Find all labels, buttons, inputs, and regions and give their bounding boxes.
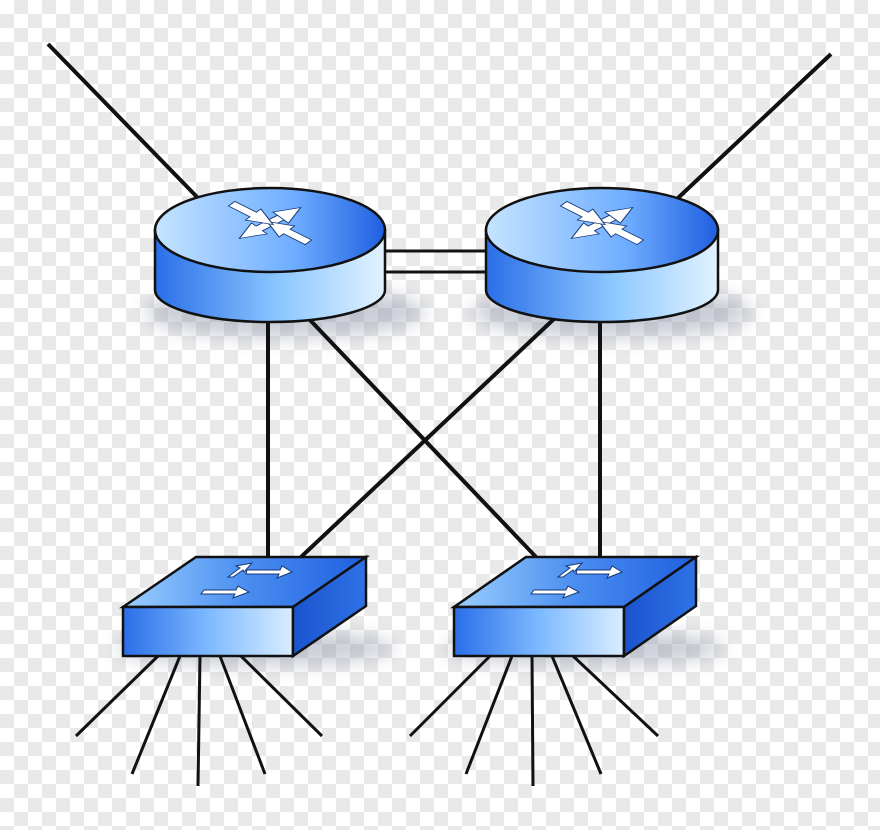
switch-right[interactable] (450, 554, 700, 659)
link-router-left-switch-right (308, 318, 538, 559)
router-right[interactable] (484, 186, 720, 324)
endpoint-line (550, 655, 603, 775)
router-icon (559, 200, 645, 246)
uplink-right (676, 52, 833, 200)
router-left[interactable] (153, 186, 387, 324)
switch-right-endpoint-lines (408, 654, 660, 787)
endpoint-line (218, 655, 267, 775)
endpoint-line (530, 655, 535, 787)
endpoint-line (196, 655, 202, 787)
endpoint-line (571, 654, 660, 738)
router-icon (227, 200, 313, 246)
switch-icon (200, 562, 294, 599)
uplink-left (46, 42, 200, 200)
switch-left-endpoint-lines (74, 654, 324, 787)
switch-left[interactable] (118, 554, 371, 659)
endpoint-line (408, 654, 492, 738)
endpoint-line (239, 654, 324, 738)
switch-icon (530, 562, 624, 599)
endpoint-line (74, 654, 160, 738)
link-router-right-switch-left (299, 316, 557, 559)
endpoint-line (130, 655, 182, 775)
endpoint-line (464, 655, 514, 775)
link-router-router (385, 249, 487, 274)
